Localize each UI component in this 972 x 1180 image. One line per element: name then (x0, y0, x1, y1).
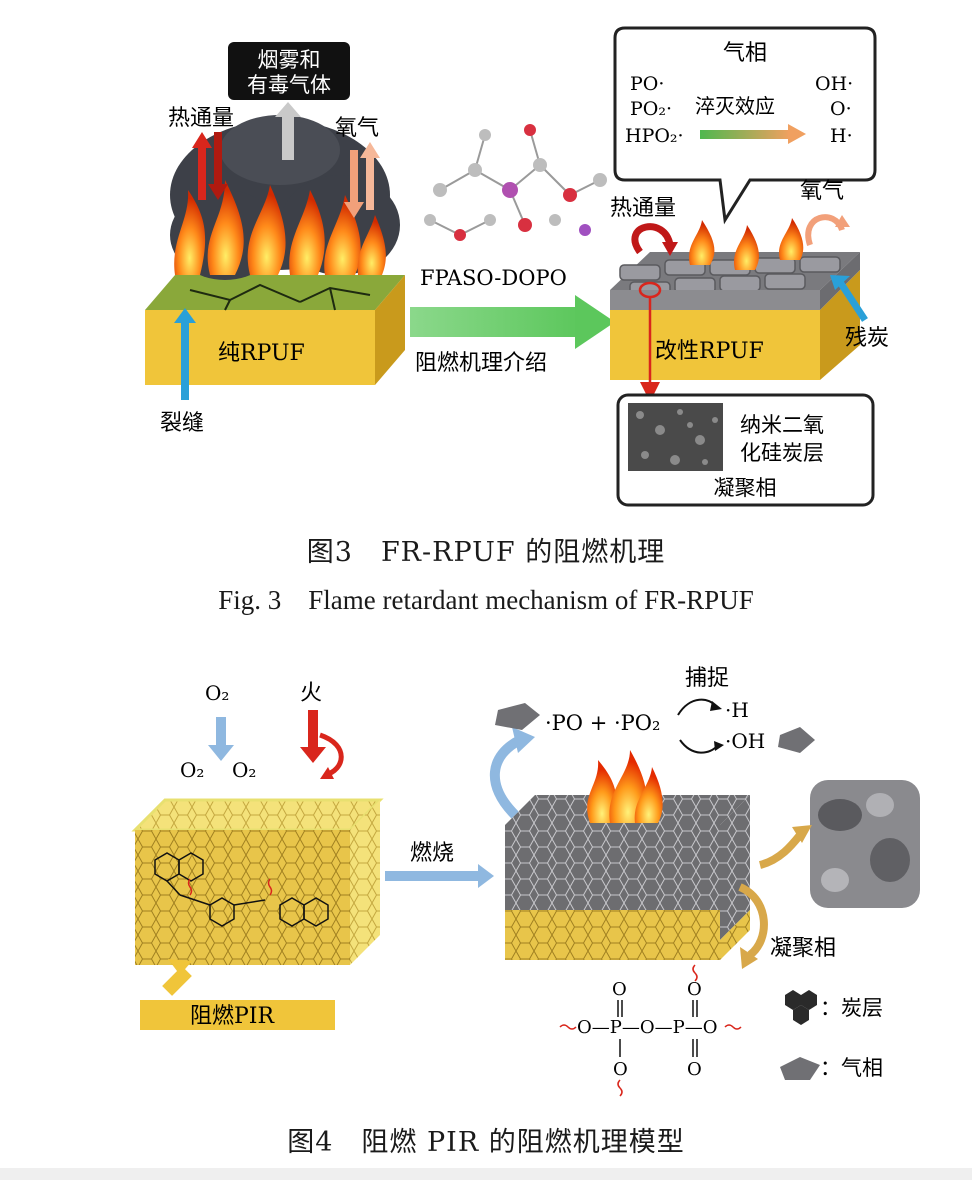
radical-oh: ·OH (725, 729, 765, 753)
condensed-arrow (738, 883, 768, 969)
phosphate-structure: O O O—P—O—P—O O O (559, 964, 742, 1097)
flame-pir-label-bg (140, 1000, 335, 1030)
flame-pir-label: 阻燃PIR (190, 1004, 275, 1029)
figure-4-illustration: O₂ O₂ O₂ O₂ O₂ 火 热 (131, 666, 920, 1097)
quench-label: 淬灭效应 (695, 94, 775, 118)
fpaso-dopo-molecule (424, 124, 607, 241)
flame-icon (587, 750, 663, 823)
o2-top: O₂ (205, 681, 229, 705)
radical-po: PO· (630, 73, 664, 95)
residual-char-label: 残炭 (845, 326, 889, 351)
flame-pir-arrow (162, 959, 192, 996)
svg-text:O: O (612, 979, 627, 1000)
radical-oh: OH· (815, 73, 853, 95)
fire-label: 火 (300, 681, 322, 706)
residual-char-arrow (830, 275, 868, 322)
legend-char-label: ：炭层 (820, 996, 883, 1020)
smoke-up-arrow (275, 102, 301, 160)
smoke-toxic-label-box: 烟雾和 有毒气体 (228, 42, 350, 100)
gas-phase-title: 气相 (723, 41, 767, 66)
oxygen-label-left: 氧气 (335, 116, 379, 141)
oxygen-arrows-left (344, 142, 380, 218)
crack-arrow (174, 308, 196, 400)
condensed-phase-label: 凝聚相 (770, 936, 836, 961)
radical-h: ·H (725, 698, 749, 722)
heat-flux-label-right: 热通量 (610, 196, 676, 221)
radical-h: H· (830, 125, 853, 147)
radical-po2: PO₂· (630, 98, 672, 120)
gas-release-arrow (489, 735, 523, 819)
svg-text:O: O (613, 1059, 628, 1080)
radical-hpo2: HPO₂· (625, 125, 684, 147)
page-bottom-strip (0, 1168, 972, 1180)
burning-arrow (385, 864, 494, 888)
char-sem-image (810, 780, 920, 908)
modified-rpuf-block: 改性RPUF (610, 218, 860, 380)
legend-char: ：炭层 (785, 990, 883, 1025)
smoke-label-line1: 烟雾和 (258, 48, 321, 72)
heat-flux-label-left: 热通量 (168, 106, 234, 131)
oxygen-arrow-right (805, 214, 845, 246)
o2-right: O₂ (232, 758, 256, 782)
radical-equation: ·PO + ·PO₂ (545, 711, 660, 735)
heat-flux-arrows-left (192, 132, 228, 200)
burnt-pir-block (505, 750, 750, 960)
figure-3-caption-cn: 图3 FR-RPUF 的阻燃机理 (306, 537, 666, 568)
burning-label: 燃烧 (410, 841, 454, 866)
crack-label: 裂缝 (160, 411, 204, 436)
smoke-label-line2: 有毒气体 (247, 73, 331, 97)
pure-rpuf-block: 纯RPUF (145, 115, 405, 385)
svg-text:O: O (687, 1059, 702, 1080)
capture-label: 捕捉 (685, 666, 729, 691)
heat-flux-arrow-right (631, 223, 674, 255)
condensed-phase-label: 凝聚相 (714, 476, 777, 500)
mechanism-arrow (410, 295, 615, 349)
crack-lines (189, 283, 371, 311)
pure-rpuf-label: 纯RPUF (218, 341, 305, 366)
o2-left: O₂ (180, 758, 204, 782)
flames (174, 180, 386, 275)
pir-molecule (154, 852, 329, 927)
modified-rpuf-label: 改性RPUF (655, 339, 764, 364)
sem-pointer-arrow (758, 825, 812, 869)
svg-text:O—P—O—P—O: O—P—O—P—O (577, 1017, 718, 1038)
legend-gas-label: ：气相 (820, 1056, 883, 1080)
mechanism-intro-label: 阻燃机理介绍 (415, 351, 547, 376)
gas-flake-right (778, 727, 815, 753)
gas-flake-left (495, 703, 540, 730)
o2-down-arrow (208, 717, 234, 761)
nano-silica-line1: 纳米二氧 (740, 413, 824, 437)
gas-phase-box: 气相 PO· PO₂· HPO₂· 淬灭效应 OH· O· H· (613, 26, 877, 225)
figure-3-illustration: 纯RPUF 烟雾和 有毒气体 热通量 氧气 裂缝 (145, 26, 889, 507)
nano-silica-line2: 化硅炭层 (740, 441, 824, 465)
fire-arrow (300, 710, 344, 779)
condensed-phase-box: 纳米二氧 化硅炭层 凝聚相 (616, 393, 875, 507)
oxygen-label-right: 氧气 (800, 179, 844, 204)
legend-gas: ：气相 (780, 1056, 883, 1080)
figure-4-caption-cn: 图4 阻燃 PIR 的阻燃机理模型 (287, 1127, 685, 1158)
figure-3-caption-en: Fig. 3 Flame retardant mechanism of FR-R… (218, 585, 754, 615)
fpaso-label: FPASO-DOPO (420, 266, 567, 290)
radical-o: O· (830, 98, 852, 120)
svg-text:O: O (687, 979, 702, 1000)
pir-block (131, 798, 384, 965)
